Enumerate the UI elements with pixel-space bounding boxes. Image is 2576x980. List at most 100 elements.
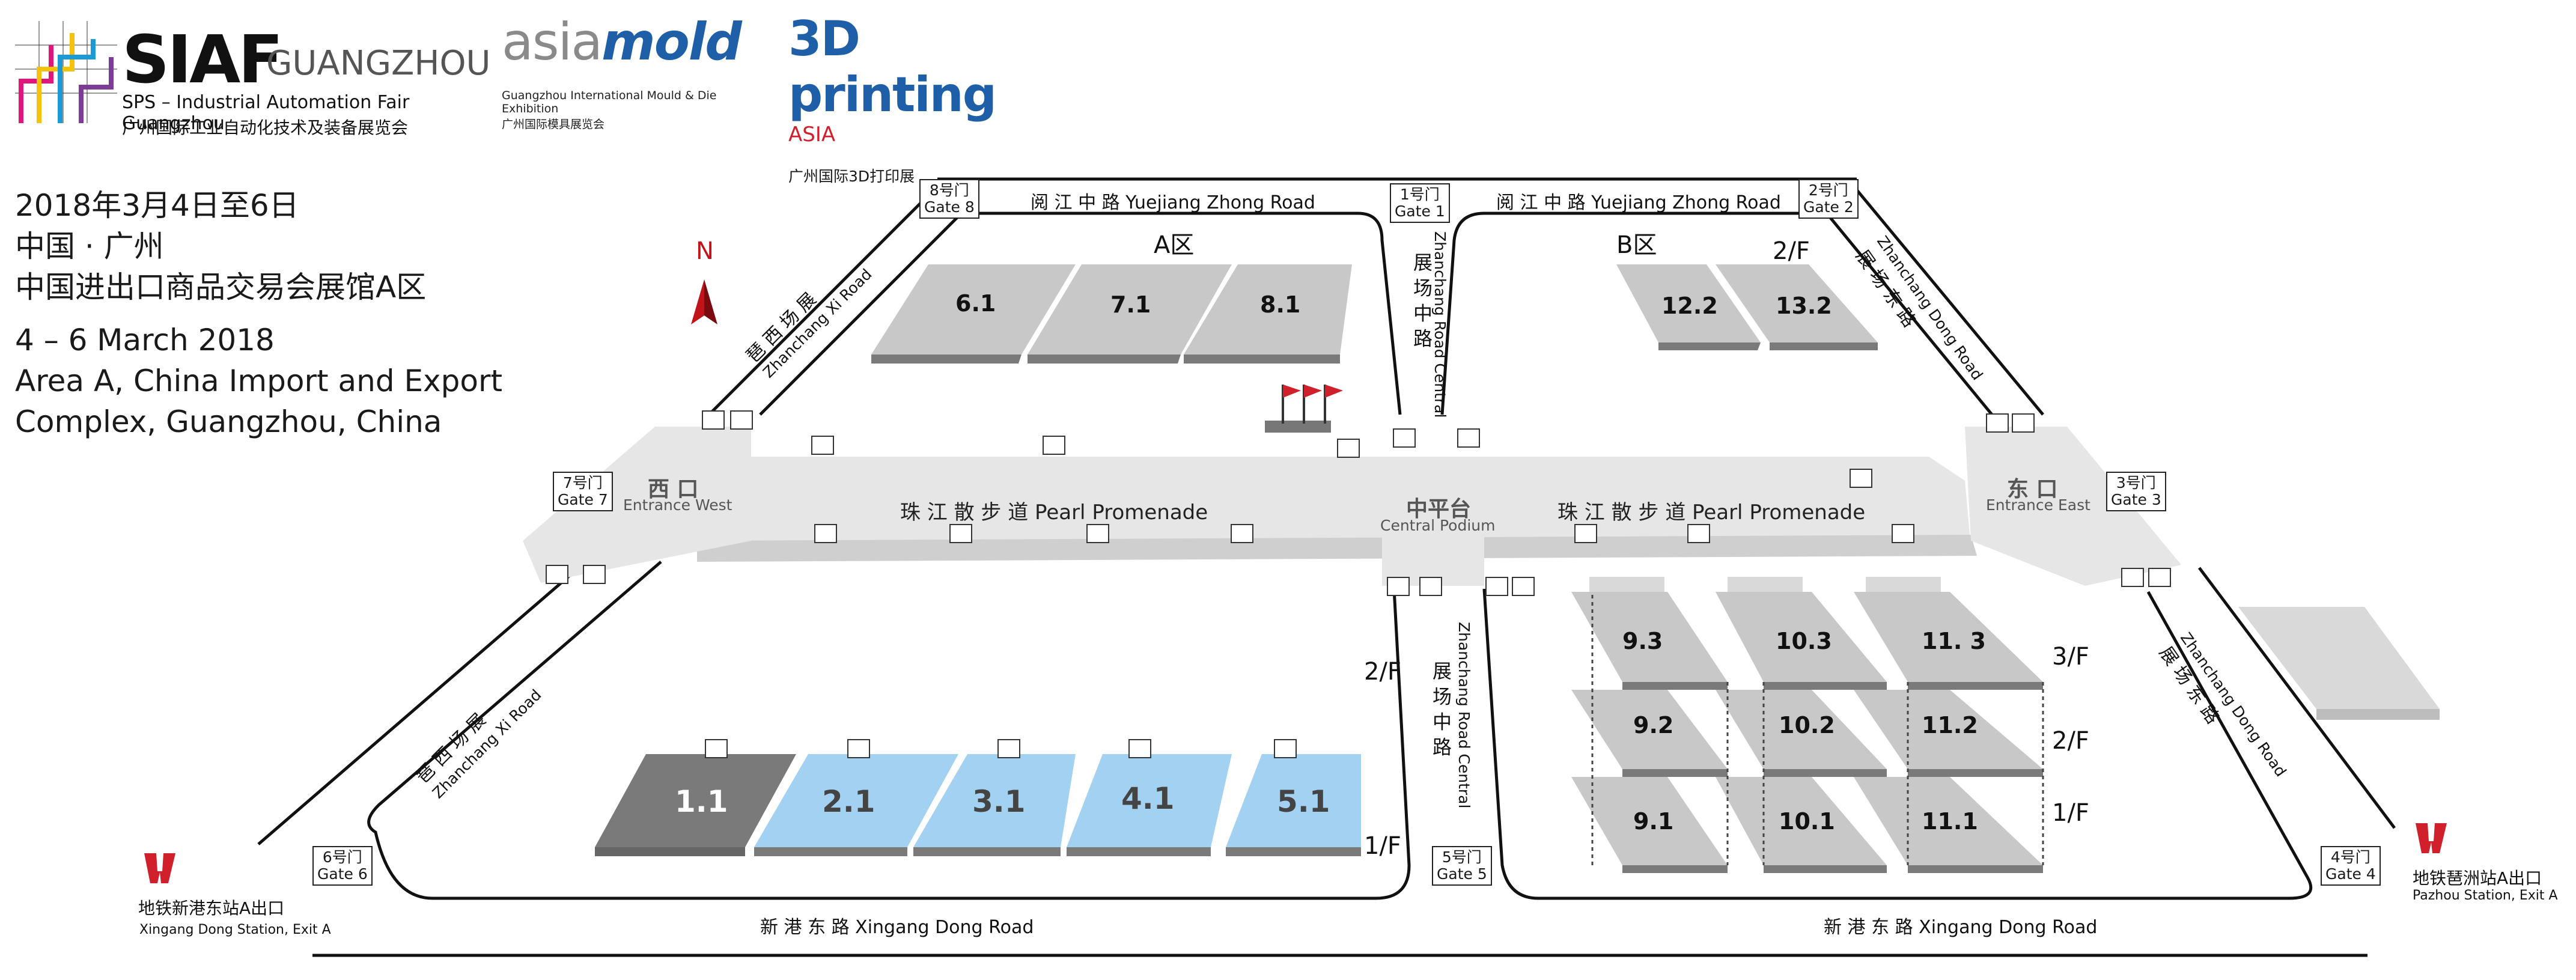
central-podium-cn: 中平台 bbox=[1406, 497, 1472, 522]
gate-3-cn: 3号门 bbox=[2116, 474, 2156, 492]
siaf-subtitle-en: SPS – Industrial Automation Fair Guangzh… bbox=[122, 92, 410, 134]
floor-2f-upper-b: 2/F bbox=[1773, 237, 1810, 265]
annex-block bbox=[2238, 607, 2440, 709]
hall-13-2[interactable]: 13.2 bbox=[1776, 293, 1832, 319]
stairs-icon bbox=[583, 565, 606, 584]
event-city-cn: 中国 · 广州 bbox=[15, 229, 164, 264]
road-zhanchang-central-lower-cn: 展 场 中 路 bbox=[1430, 661, 1452, 756]
escalator-icon bbox=[997, 739, 1020, 758]
escalator-icon bbox=[2148, 568, 2171, 587]
hall-8-1[interactable]: 8.1 bbox=[1260, 291, 1301, 318]
escalator-icon bbox=[2012, 413, 2035, 433]
gate-7-cn: 7号门 bbox=[562, 474, 603, 492]
escalator-icon bbox=[1892, 524, 1914, 543]
hall-12-2[interactable]: 12.2 bbox=[1661, 293, 1718, 319]
floor-2f-lower-b: 2/F bbox=[2052, 727, 2089, 755]
hall-3-1[interactable]: 3.1 bbox=[972, 784, 1026, 819]
event-date-cn: 2018年3月4日至6日 bbox=[15, 188, 299, 223]
stairs-icon bbox=[1986, 413, 2009, 433]
hall-9-3[interactable]: 9.3 bbox=[1622, 628, 1663, 654]
floor-1f-lower-b: 1/F bbox=[2052, 799, 2089, 827]
siaf-logo-mark bbox=[15, 21, 117, 123]
hall-9-2[interactable]: 9.2 bbox=[1633, 712, 1674, 738]
event-venue-en-line1: Area A, China Import and Export bbox=[15, 364, 503, 398]
hall-group-upper-a bbox=[871, 264, 1352, 364]
asiamold-subtitle-cn: 广州国际模具展览会 bbox=[502, 118, 605, 131]
area-a-outline bbox=[937, 212, 1402, 415]
hall-1-1[interactable]: 1.1 bbox=[675, 784, 728, 819]
escalator-icon bbox=[1086, 524, 1109, 543]
stairs-icon bbox=[1387, 577, 1410, 596]
central-podium-en: Central Podium bbox=[1380, 517, 1496, 534]
north-label: N bbox=[696, 237, 714, 265]
pearl-promenade-right: 珠 江 散 步 道 Pearl Promenade bbox=[1557, 501, 1866, 525]
entrance-west-block bbox=[523, 427, 751, 583]
escalator-icon bbox=[1274, 739, 1297, 758]
escalator-icon bbox=[705, 739, 728, 758]
floor-2f-lower-a: 2/F bbox=[1364, 658, 1401, 686]
metro-east-label-en: Pazhou Station, Exit A bbox=[2413, 888, 2558, 903]
siaf-subtitle-cn: 广州国际工业自动化技术及装备展览会 bbox=[122, 118, 409, 138]
area-b-label: B区 bbox=[1616, 231, 1657, 259]
escalator-icon bbox=[546, 565, 568, 584]
area-a-label: A区 bbox=[1154, 231, 1195, 259]
entrance-west-en: Entrance West bbox=[623, 496, 732, 514]
hall-2-1[interactable]: 2.1 bbox=[822, 784, 875, 819]
hall-5-1[interactable]: 5.1 bbox=[1277, 784, 1330, 819]
gate-5-en: Gate 5 bbox=[1437, 865, 1487, 883]
hall-6-1[interactable]: 6.1 bbox=[955, 290, 996, 317]
gate-2-cn: 2号门 bbox=[1808, 181, 1848, 199]
hall-10-2[interactable]: 10.2 bbox=[1779, 712, 1835, 738]
gate-5-cn: 5号门 bbox=[1442, 848, 1482, 866]
hall-4-1[interactable]: 4.1 bbox=[1121, 781, 1175, 816]
gate-6-cn: 6号门 bbox=[322, 848, 362, 866]
escalator-icon bbox=[1485, 577, 1508, 596]
gate-4-en: Gate 4 bbox=[2325, 865, 2376, 883]
gate-7-en: Gate 7 bbox=[558, 491, 608, 508]
hall-11-3[interactable]: 11. 3 bbox=[1922, 628, 1986, 654]
hall-10-3[interactable]: 10.3 bbox=[1776, 628, 1832, 654]
3d-printing-title: 3D printing bbox=[788, 11, 997, 123]
road-zhanchang-central-upper-cn: 展 场 中 路 bbox=[1410, 252, 1433, 348]
stairs-icon bbox=[730, 410, 753, 430]
metro-west-label-en: Xingang Dong Station, Exit A bbox=[139, 922, 331, 937]
gate-8-en: Gate 8 bbox=[924, 198, 975, 216]
asiamold-logo-asia: asia bbox=[502, 12, 603, 72]
escalator-icon bbox=[1043, 436, 1065, 455]
road-zhanchang-central-lower: Zhanchang Road Central bbox=[1454, 622, 1475, 808]
stairs-icon bbox=[1337, 439, 1360, 458]
gate-4-cn: 4号门 bbox=[2330, 848, 2370, 866]
escalator-icon bbox=[1128, 739, 1151, 758]
floor-1f-lower-a: 1/F bbox=[1364, 832, 1401, 860]
event-info: 2018年3月4日至6日 中国 · 广州 中国进出口商品交易会展馆A区 4 – … bbox=[15, 185, 502, 442]
metro-west-icon bbox=[144, 853, 175, 883]
central-podium-block bbox=[1382, 457, 1484, 586]
escalator-icon bbox=[847, 739, 870, 758]
hall-11-1[interactable]: 11.1 bbox=[1922, 808, 1978, 835]
escalator-icon bbox=[1850, 469, 1872, 488]
hall-9-1[interactable]: 9.1 bbox=[1633, 808, 1674, 835]
escalator-icon bbox=[1687, 524, 1710, 543]
siaf-logo-text: SIAF bbox=[122, 21, 283, 98]
asiamold-subtitle-en: Guangzhou International Mould & Die Exhi… bbox=[502, 89, 717, 115]
hall-10-1[interactable]: 10.1 bbox=[1779, 808, 1835, 835]
escalator-icon bbox=[1457, 428, 1480, 448]
hall-11-2[interactable]: 11.2 bbox=[1922, 712, 1978, 738]
hall-group-lower-a bbox=[595, 754, 1361, 856]
gate-1-cn: 1号门 bbox=[1399, 186, 1440, 203]
event-date-en: 4 – 6 March 2018 bbox=[15, 323, 275, 358]
gate-3-en: Gate 3 bbox=[2111, 491, 2161, 508]
event-venue-cn: 中国进出口商品交易会展馆A区 bbox=[15, 270, 427, 305]
road-yuejiang-2: 阅 江 中 路 Yuejiang Zhong Road bbox=[1496, 192, 1781, 213]
road-xingang-2: 新 港 东 路 Xingang Dong Road bbox=[1824, 917, 2098, 938]
hall-7-1[interactable]: 7.1 bbox=[1110, 291, 1151, 318]
gate-2-en: Gate 2 bbox=[1803, 198, 1854, 216]
